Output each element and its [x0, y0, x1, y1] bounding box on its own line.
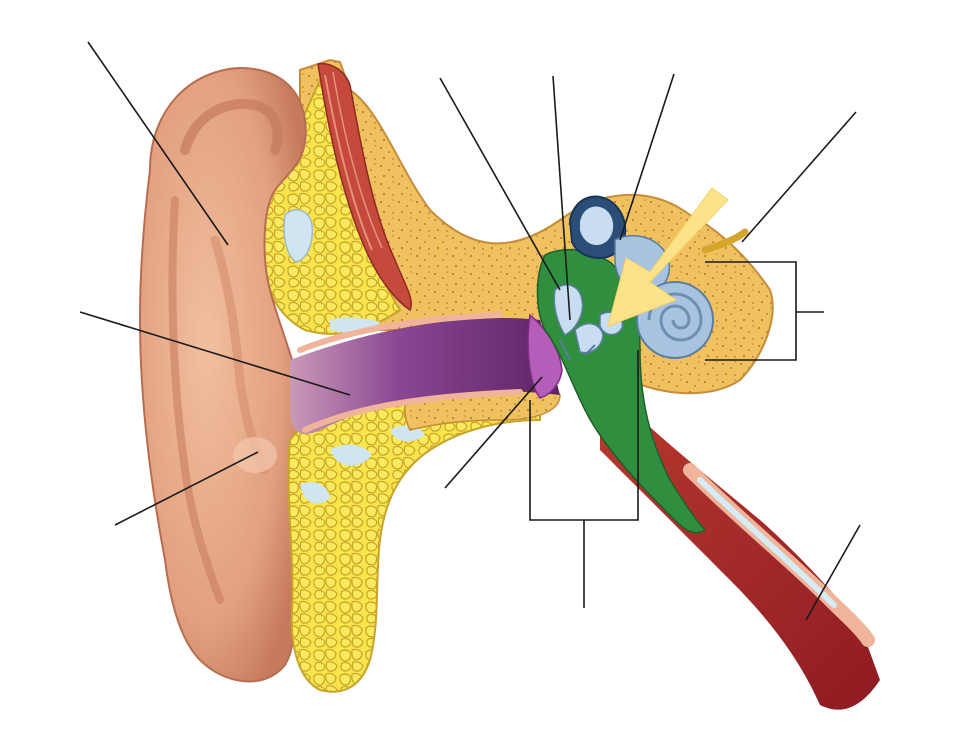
pointer-line-tube [805, 524, 861, 621]
bracket-inner-ear [705, 261, 797, 361]
muscle-band [317, 62, 412, 312]
pointer-lines [79, 41, 861, 621]
pointer-line-canals [619, 73, 675, 241]
eustachian-tube [600, 380, 880, 710]
pointer-line-malleus [439, 77, 561, 291]
pointer-line-eardrum [444, 376, 543, 489]
pointer-line-incus [552, 75, 571, 321]
lower-fat-tissue [287, 393, 541, 693]
pointer-line-canal [79, 311, 351, 396]
pointer-line-pinna [87, 41, 229, 246]
highlight-arrow [607, 187, 729, 327]
blank-label-boxes [20, 0, 948, 662]
ossicles [553, 284, 624, 361]
pointer-line-nerve [741, 111, 857, 243]
pointer-line-lobe [114, 451, 259, 526]
ear-canal [290, 312, 560, 434]
pinna [138, 66, 308, 683]
